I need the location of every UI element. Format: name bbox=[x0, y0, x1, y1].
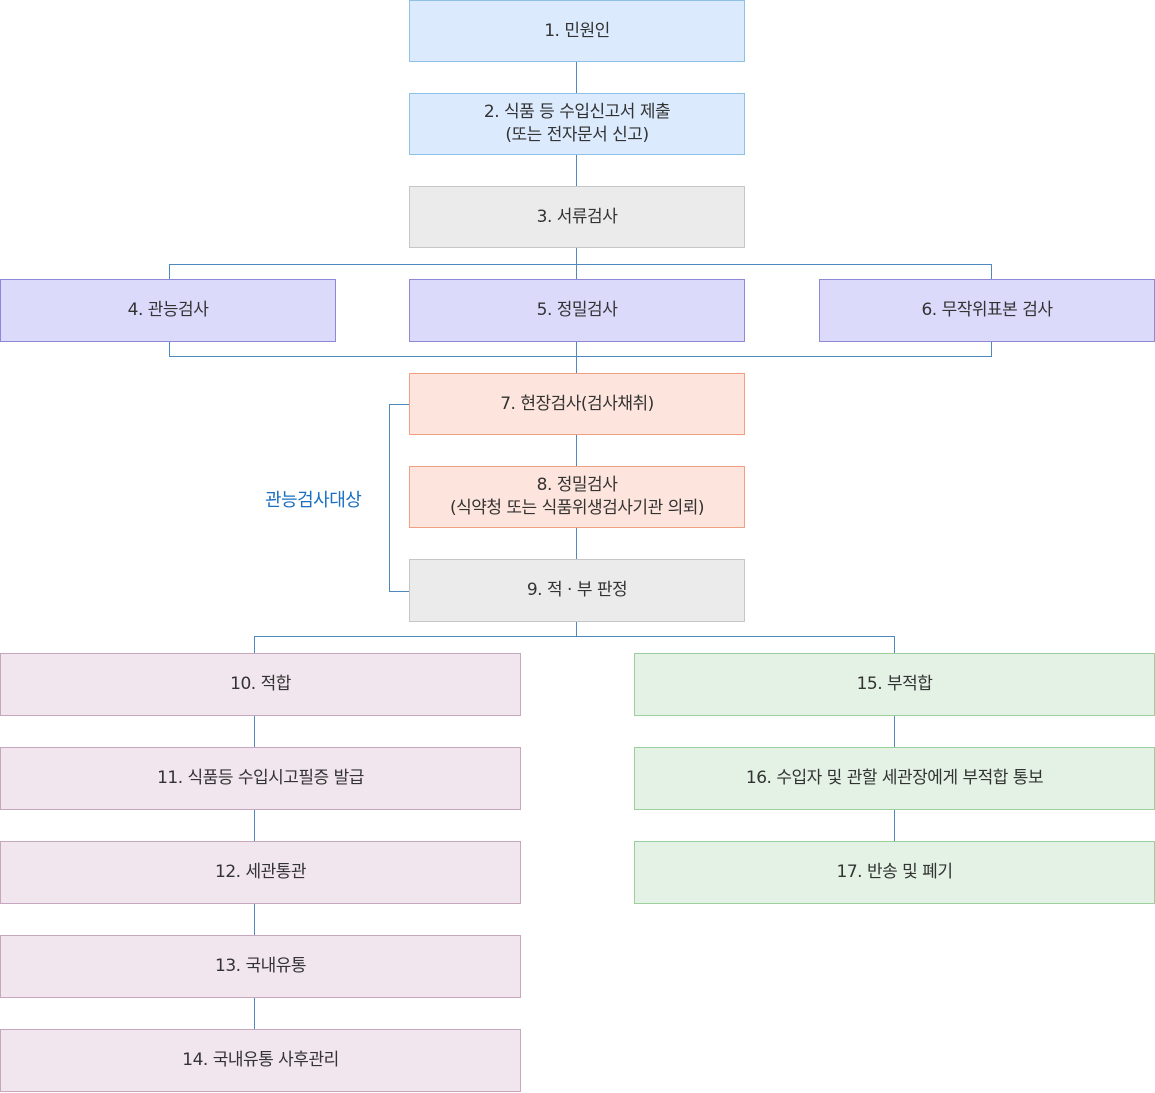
step-9-label: 9. 적 · 부 판정 bbox=[526, 580, 628, 600]
bypass-top bbox=[389, 404, 409, 405]
connector-7-8 bbox=[576, 435, 577, 466]
step-4-sensory-inspection: 4. 관능검사 bbox=[0, 279, 336, 342]
step-8-sublabel: (식약청 또는 식품위생검사기관 의뢰) bbox=[449, 498, 705, 518]
step-7-label: 7. 현장검사(검사채취) bbox=[500, 393, 654, 414]
split-drop-6 bbox=[991, 264, 992, 280]
step-4-label: 4. 관능검사 bbox=[127, 300, 209, 320]
step-15-fail: 15. 부적합 bbox=[634, 653, 1155, 716]
step-2-import-declaration: 2. 식품 등 수입신고서 제출 (또는 전자문서 신고) bbox=[409, 93, 745, 155]
step-14-post-management: 14. 국내유통 사후관리 bbox=[0, 1029, 521, 1092]
step-3-document-inspection: 3. 서류검사 bbox=[409, 186, 745, 248]
split-drop-15 bbox=[894, 636, 895, 653]
connector-3-split bbox=[576, 248, 577, 279]
connector-5-7 bbox=[576, 342, 577, 373]
bypass-bottom bbox=[389, 591, 409, 592]
connector-13-14 bbox=[254, 998, 255, 1029]
step-12-customs-clearance: 12. 세관통관 bbox=[0, 841, 521, 904]
step-13-label: 13. 국내유통 bbox=[215, 956, 307, 976]
step-10-pass: 10. 적합 bbox=[0, 653, 521, 716]
split-drop-4 bbox=[169, 264, 170, 280]
sensory-target-label: 관능검사대상 bbox=[265, 490, 362, 511]
step-5-precision-inspection: 5. 정밀검사 bbox=[409, 279, 745, 342]
step-8-precision-inspection-request: 8. 정밀검사 (식약청 또는 식품위생검사기관 의뢰) bbox=[409, 466, 745, 528]
step-2-label: 2. 식품 등 수입신고서 제출 bbox=[483, 102, 671, 122]
connector-2-3 bbox=[576, 155, 577, 186]
connector-10-11 bbox=[254, 716, 255, 747]
step-10-label: 10. 적합 bbox=[230, 674, 291, 694]
connector-8-9 bbox=[576, 528, 577, 559]
step-11-certificate-issue: 11. 식품등 수입시고필증 발급 bbox=[0, 747, 521, 810]
step-13-domestic-distribution: 13. 국내유통 bbox=[0, 935, 521, 998]
split-bar-result bbox=[254, 636, 895, 637]
step-17-label: 17. 반송 및 폐기 bbox=[836, 862, 953, 882]
step-5-label: 5. 정밀검사 bbox=[536, 300, 618, 320]
step-3-label: 3. 서류검사 bbox=[536, 206, 618, 227]
split-bar-top bbox=[169, 264, 992, 265]
step-6-random-sample-inspection: 6. 무작위표본 검사 bbox=[819, 279, 1155, 342]
step-1-label: 1. 민원인 bbox=[544, 20, 610, 41]
connector-9-split bbox=[576, 622, 577, 637]
merge-rise-6 bbox=[991, 342, 992, 357]
step-9-judgement: 9. 적 · 부 판정 bbox=[409, 559, 745, 622]
step-1-applicant: 1. 민원인 bbox=[409, 0, 745, 62]
connector-1-2 bbox=[576, 62, 577, 93]
step-12-label: 12. 세관통관 bbox=[215, 862, 307, 882]
step-16-label: 16. 수입자 및 관할 세관장에게 부적합 통보 bbox=[745, 768, 1044, 788]
step-14-label: 14. 국내유통 사후관리 bbox=[182, 1050, 339, 1070]
connector-11-12 bbox=[254, 810, 255, 841]
split-drop-10 bbox=[254, 636, 255, 653]
merge-rise-4 bbox=[169, 342, 170, 357]
step-15-label: 15. 부적합 bbox=[856, 674, 933, 694]
connector-16-17 bbox=[894, 810, 895, 841]
step-7-onsite-inspection: 7. 현장검사(검사채취) bbox=[409, 373, 745, 435]
step-16-fail-notice: 16. 수입자 및 관할 세관장에게 부적합 통보 bbox=[634, 747, 1155, 810]
step-6-label: 6. 무작위표본 검사 bbox=[921, 300, 1053, 320]
connector-15-16 bbox=[894, 716, 895, 747]
connector-12-13 bbox=[254, 904, 255, 935]
merge-bar-bottom bbox=[169, 356, 992, 357]
step-17-return-disposal: 17. 반송 및 폐기 bbox=[634, 841, 1155, 904]
step-2-sublabel: (또는 전자문서 신고) bbox=[505, 125, 649, 145]
step-8-label: 8. 정밀검사 bbox=[536, 475, 618, 495]
step-11-label: 11. 식품등 수입시고필증 발급 bbox=[157, 768, 364, 788]
bypass-vertical bbox=[389, 404, 390, 591]
